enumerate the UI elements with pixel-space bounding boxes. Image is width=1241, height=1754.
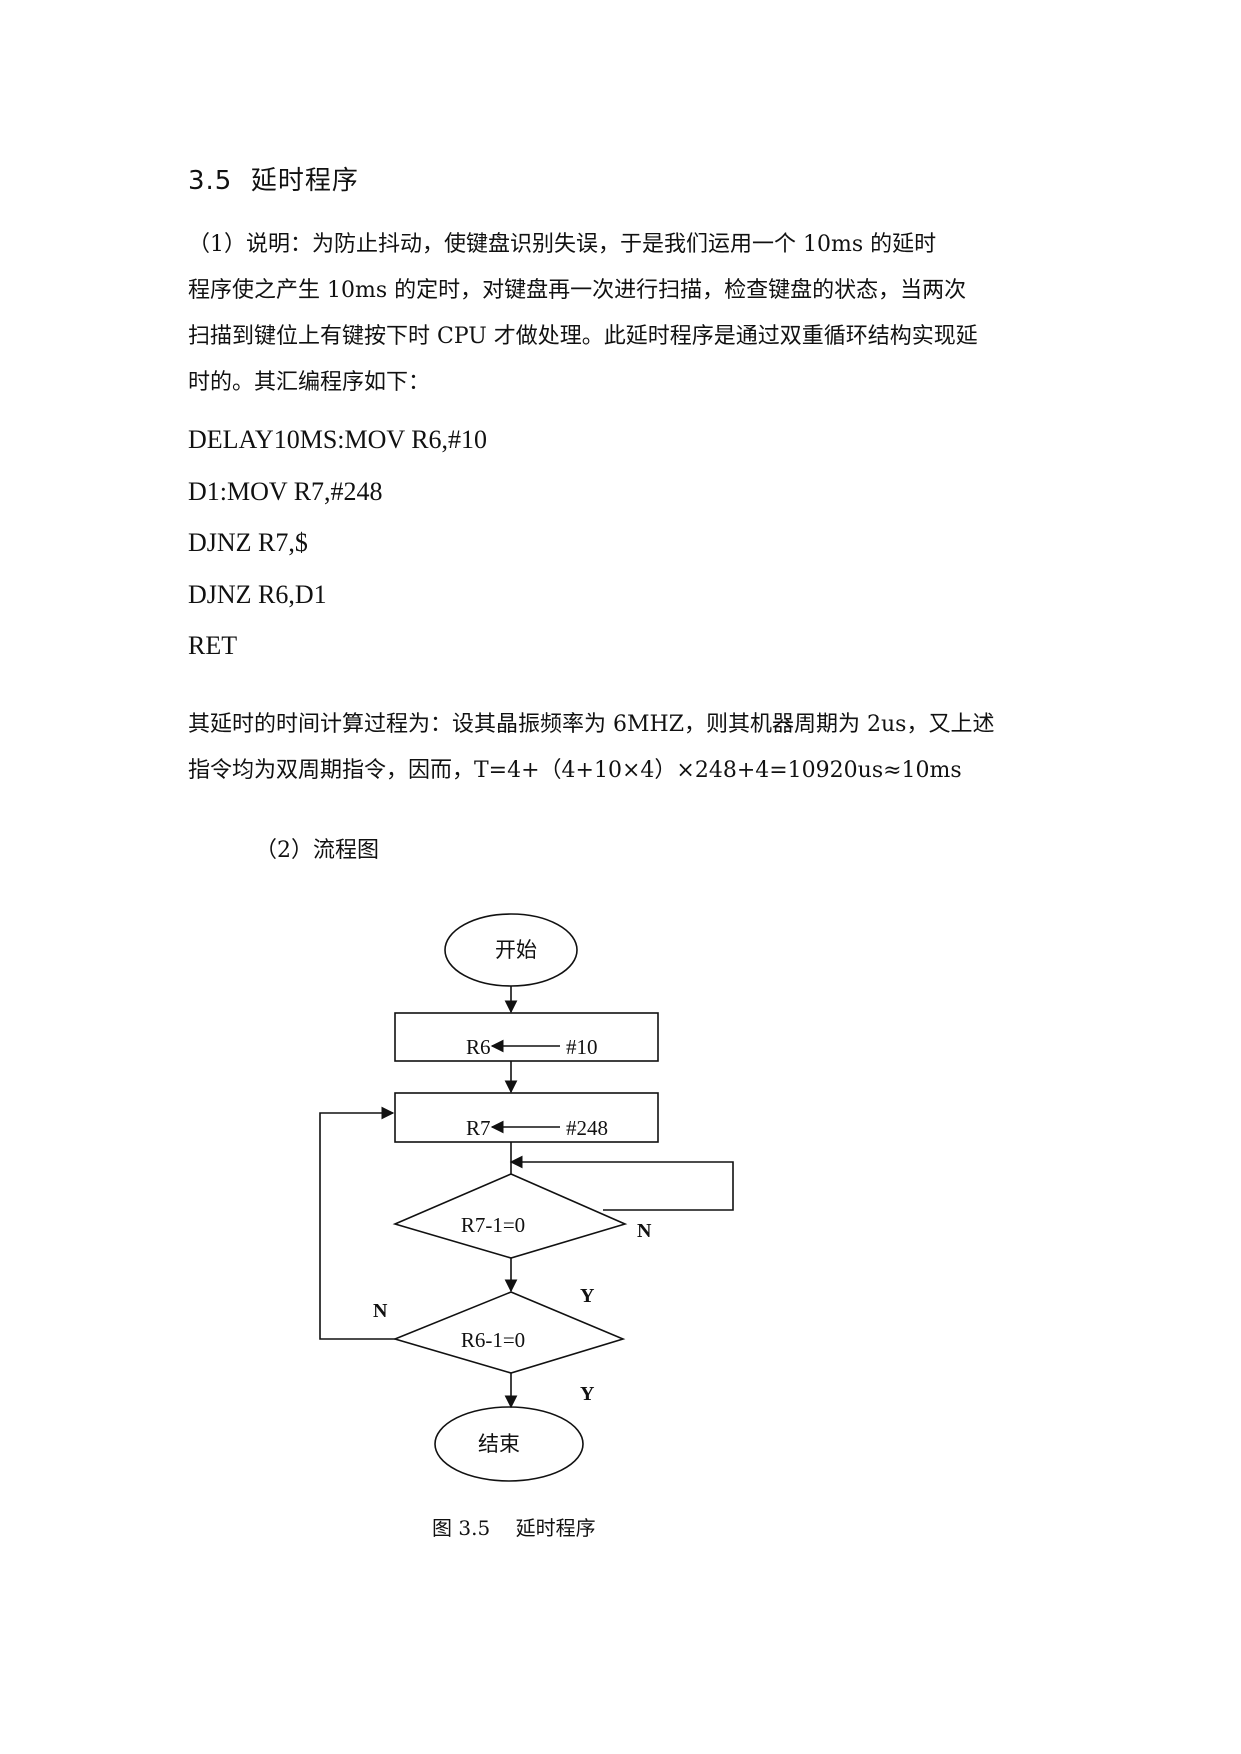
inner-loop-line: [509, 1155, 734, 1211]
assign-r7-box: [394, 1092, 659, 1143]
description-line: （1）说明：为防止抖动，使键盘识别失误，于是我们运用一个 10ms 的延时: [188, 232, 937, 257]
calc-line: 其延时的时间计算过程为：设其晶振频率为 6MHZ，则其机器周期为 2us，又上述: [188, 712, 995, 737]
box2-left-label: R7: [466, 1116, 491, 1140]
box2-right-label: #248: [566, 1116, 608, 1140]
code-line: D1:MOV R7,#248: [188, 476, 383, 506]
code-line: RET: [188, 631, 238, 660]
calculation-paragraph: 其延时的时间计算过程为：设其晶振频率为 6MHZ，则其机器周期为 2us，又上述…: [188, 702, 1058, 794]
box1-left-label: R6: [466, 1035, 491, 1059]
description-line: 扫描到键位上有键按下时 CPU 才做处理。此延时程序是通过双重循环结构实现延: [188, 324, 978, 349]
code-line: DJNZ R7,$: [188, 528, 308, 557]
section-heading: 3.5 延时程序: [188, 160, 359, 197]
code-line: DELAY10MS:MOV R6,#10: [188, 425, 488, 454]
section-number: 3.5: [188, 166, 233, 196]
description-line: 程序使之产生 10ms 的定时，对键盘再一次进行扫描，检查键盘的状态，当两次: [188, 278, 967, 303]
figure-caption: 图 3.5 延时程序: [432, 1516, 596, 1540]
decision2-label: R6-1=0: [461, 1328, 525, 1352]
box1-right-label: #10: [566, 1035, 598, 1059]
start-label: 开始: [495, 938, 537, 962]
end-node: [434, 1406, 584, 1482]
decision1-label: R7-1=0: [461, 1213, 525, 1237]
end-label: 结束: [478, 1432, 520, 1456]
outer-loop-line: [319, 1106, 395, 1340]
calc-line: 指令均为双周期指令，因而，T=4+（4+10×4）×248+4=10920us≈…: [188, 758, 962, 783]
description-line: 时的。其汇编程序如下：: [188, 370, 431, 395]
assembly-code: DELAY10MS:MOV R6,#10 D1:MOV R7,#248 DJNZ…: [188, 414, 487, 672]
code-line: DJNZ R6,D1: [188, 579, 327, 609]
assign-r6-box: [394, 1012, 659, 1062]
no-label-inner: N: [637, 1220, 652, 1242]
description-paragraph: （1）说明：为防止抖动，使键盘识别失误，于是我们运用一个 10ms 的延时 程序…: [188, 222, 1058, 406]
yes-label-outer: Y: [580, 1383, 595, 1405]
section-title: 延时程序: [250, 166, 359, 196]
yes-label-inner: Y: [580, 1285, 595, 1307]
no-label-outer: N: [373, 1300, 388, 1322]
flowchart-subheading: （2）流程图: [255, 838, 379, 863]
